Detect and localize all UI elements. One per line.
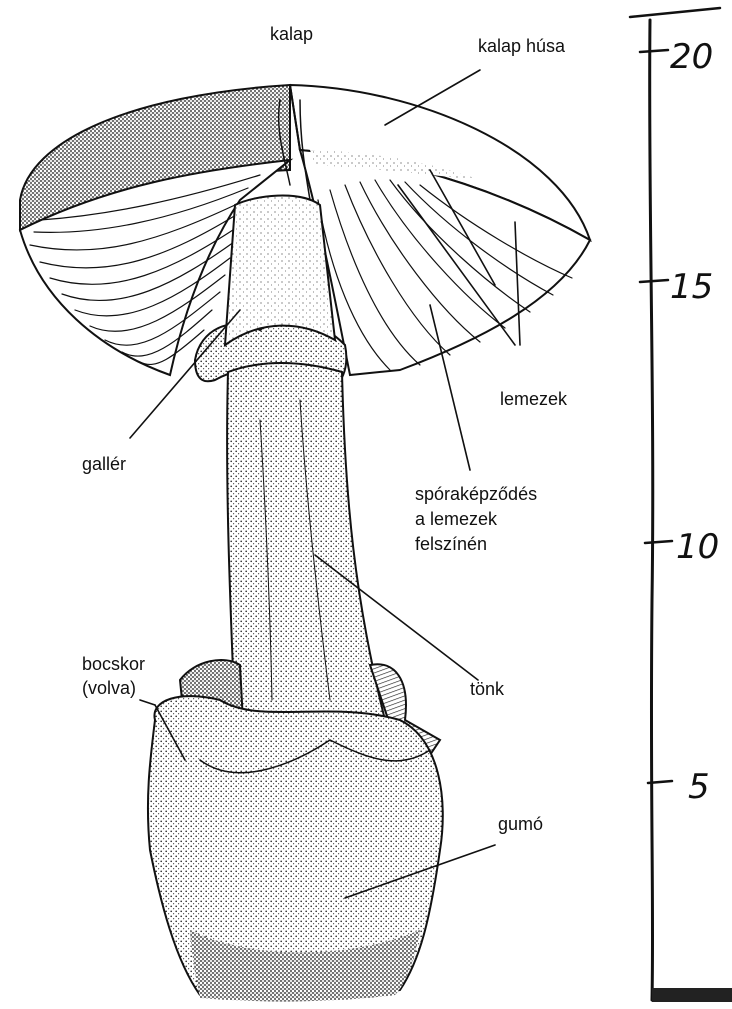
tick-20-mark xyxy=(640,50,668,52)
label-kalap: kalap xyxy=(270,24,313,44)
label-tonk: tönk xyxy=(470,679,505,699)
label-gumo: gumó xyxy=(498,814,543,834)
ruler-axis xyxy=(650,20,653,1000)
tick-10-mark xyxy=(645,541,672,543)
ruler-base-bar xyxy=(652,988,732,1002)
label-spora-line3: felszínén xyxy=(415,534,487,554)
stem-upper xyxy=(225,196,335,345)
mushroom-illustration xyxy=(20,85,590,1001)
label-bocskor-line2: (volva) xyxy=(82,678,136,698)
tick-15-mark xyxy=(640,280,668,282)
label-bocskor-line1: bocskor xyxy=(82,654,145,674)
tick-label-20: 20 xyxy=(670,37,713,77)
ruler-top-edge xyxy=(630,8,720,17)
ruler-scale: 20 15 10 5 xyxy=(630,8,732,1002)
stem xyxy=(227,363,385,720)
label-spora-line2: a lemezek xyxy=(415,509,498,529)
label-galler: gallér xyxy=(82,454,126,474)
tick-label-5: 5 xyxy=(688,767,710,807)
tick-label-15: 15 xyxy=(670,267,713,307)
label-spora-line1: spóraképződés xyxy=(415,484,537,504)
tick-label-10: 10 xyxy=(676,527,719,567)
label-lemezek: lemezek xyxy=(500,389,568,409)
label-kalap-husa: kalap húsa xyxy=(478,36,566,56)
